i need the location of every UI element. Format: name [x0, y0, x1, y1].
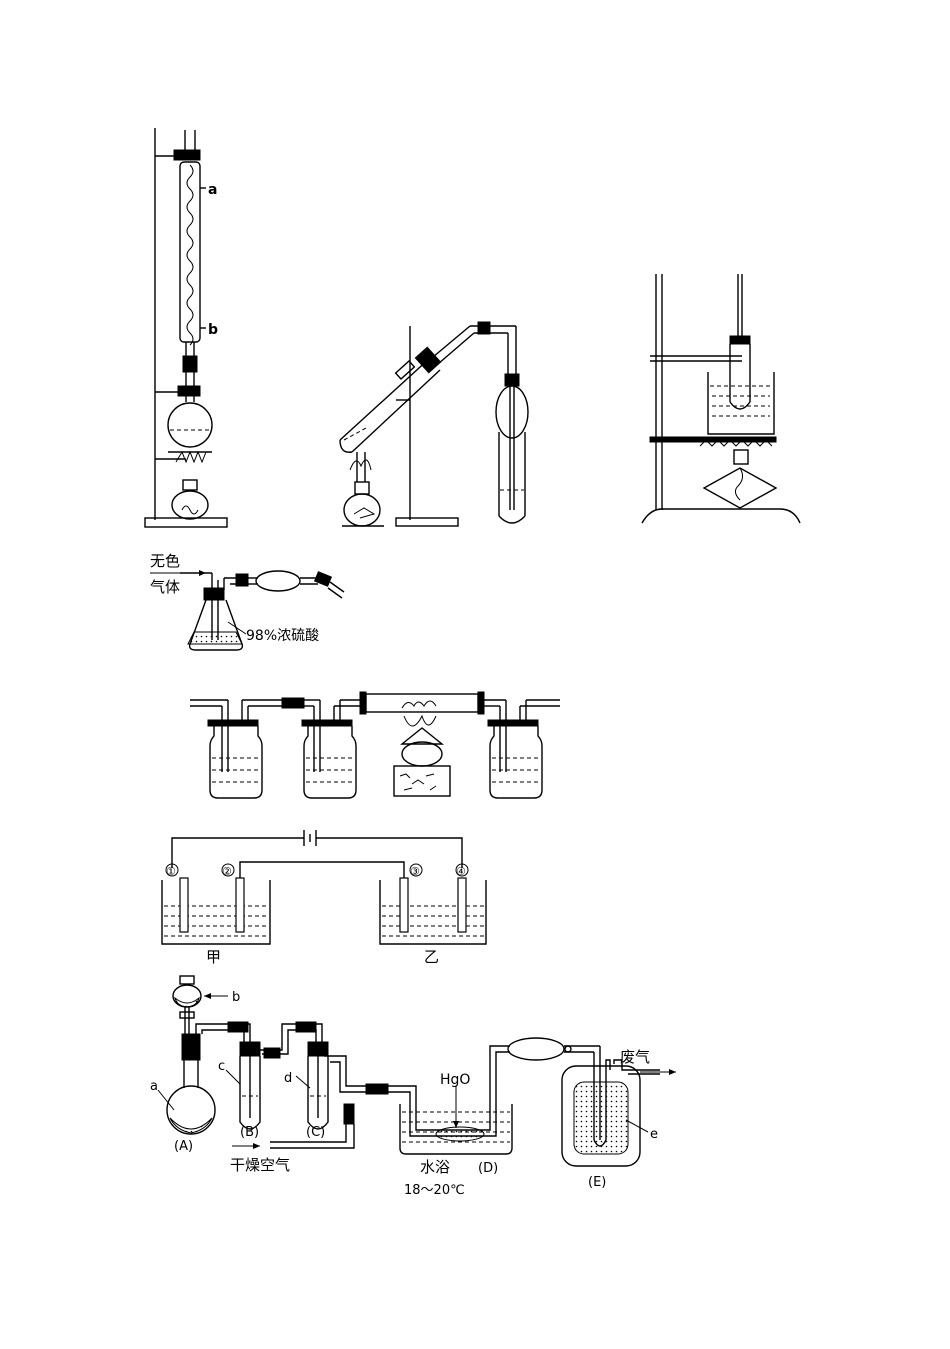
electrolysis-cells: ① ② ③ ④ 甲 乙	[161, 830, 487, 966]
label-E: (E)	[588, 1175, 606, 1190]
e-label: e	[650, 1127, 658, 1142]
electrode-4: ④	[456, 865, 466, 878]
waste-gas-label: 废气	[620, 1048, 650, 1066]
water-bath-apparatus	[641, 274, 801, 524]
temperature-label: 18～20℃	[404, 1183, 465, 1198]
tube-label-c: c	[218, 1059, 225, 1074]
water-bath-label: 水浴	[420, 1158, 450, 1176]
inlet-label-a: a	[208, 182, 217, 198]
distillation-apparatus	[339, 321, 529, 527]
electrode-3: ③	[410, 865, 420, 878]
tube-label-d: d	[284, 1071, 292, 1086]
gas-train-apparatus	[190, 691, 560, 799]
label-B: (B)	[240, 1125, 259, 1140]
reflux-apparatus: a b	[144, 128, 228, 528]
electrode-2: ②	[222, 865, 232, 878]
hgo-label: HgO	[440, 1072, 470, 1088]
cell-label-left: 甲	[206, 948, 221, 966]
cell-label-right: 乙	[424, 948, 439, 966]
funnel-label-b: b	[232, 990, 240, 1005]
label-A: (A)	[174, 1139, 193, 1154]
electrode-1: ①	[166, 865, 176, 878]
hgo-apparatus: b a (A) c (B) d (C)	[150, 975, 676, 1198]
acid-label: 98%浓硫酸	[246, 628, 319, 644]
label-C: (C)	[306, 1125, 325, 1140]
label-D: (D)	[478, 1161, 498, 1176]
gas-drying-apparatus: 无色 气体 98%浓硫酸	[150, 552, 345, 651]
dry-air-label: 干燥空气	[230, 1156, 290, 1174]
outlet-label-b: b	[208, 322, 218, 338]
flask-label-a: a	[150, 1079, 158, 1094]
gas-label-line1: 无色	[150, 552, 180, 570]
gas-label-line2: 气体	[150, 578, 180, 596]
